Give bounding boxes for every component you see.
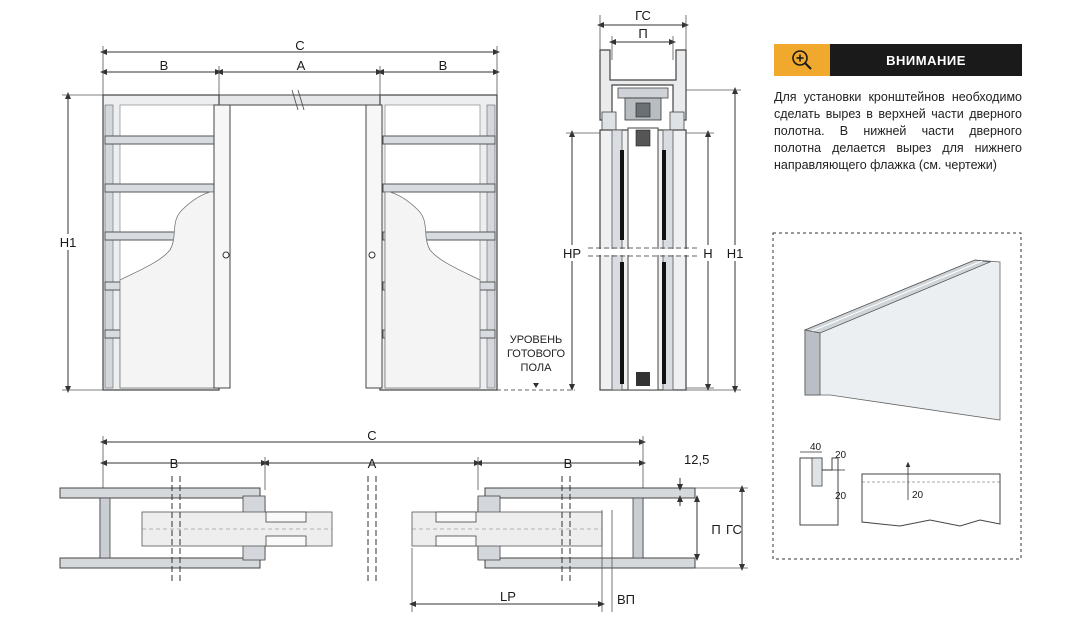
notice-header: ВНИМАНИЕ	[774, 44, 1022, 76]
plan-view: C B A B	[59, 428, 748, 612]
dim-c-label: C	[295, 38, 304, 53]
dim-p-label: П	[638, 26, 647, 41]
notice-text: Для установки кронштейнов необходимо сде…	[774, 90, 1022, 172]
plan-dim-c-label: C	[367, 428, 376, 443]
dim-a-label: A	[297, 58, 306, 73]
section-view: ГС П HP H	[560, 8, 747, 393]
detail-dim-20-c: 20	[912, 490, 924, 501]
detail-dim-20-b: 20	[835, 491, 847, 502]
dim-hp-label: HP	[563, 246, 581, 261]
dim-h-label: H	[703, 246, 712, 261]
notice-icon-box	[774, 44, 830, 76]
dim-b-right-label: B	[439, 58, 448, 73]
plan-dim-vp-label: ВП	[617, 592, 635, 607]
front-view: C B A B H1	[56, 38, 575, 393]
detail-box: 40 20 20 20	[772, 232, 1022, 560]
detail-dim-40: 40	[810, 442, 822, 453]
plan-dim-offset-label: 12,5	[684, 452, 709, 467]
plan-dim-b-right-label: B	[564, 456, 573, 471]
plan-dim-b-left-label: B	[170, 456, 179, 471]
zoom-in-icon	[792, 50, 812, 70]
dim-b-left-label: B	[160, 58, 169, 73]
dim-gs-label: ГС	[635, 8, 651, 23]
floor-level-label: УРОВЕНЬ ГОТОВОГО ПОЛА	[506, 334, 566, 374]
dim-h1-label: H1	[60, 235, 77, 250]
notice-title: ВНИМАНИЕ	[830, 44, 1022, 76]
plan-dim-gs-label: ГС	[726, 522, 742, 537]
detail-dim-20-a: 20	[835, 450, 847, 461]
dim-h1-section-label: H1	[727, 246, 744, 261]
plan-dim-p-label: П	[711, 522, 720, 537]
plan-dim-lp-label: LP	[500, 589, 516, 604]
plan-dim-a-label: A	[368, 456, 377, 471]
